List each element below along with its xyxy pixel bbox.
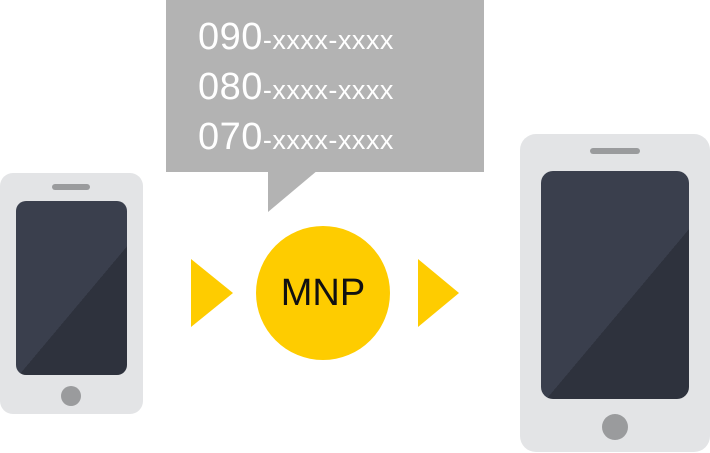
number-line-3: 070-xxxx-xxxx bbox=[198, 116, 394, 159]
number-prefix: 080 bbox=[198, 66, 263, 108]
mnp-label: MNP bbox=[280, 271, 366, 314]
phone-screen bbox=[541, 171, 689, 399]
new-phone-icon bbox=[520, 134, 710, 452]
phone-screen bbox=[16, 201, 127, 375]
number-line-1: 090-xxxx-xxxx bbox=[198, 16, 394, 59]
arrow-right-icon bbox=[418, 259, 459, 327]
phone-speaker bbox=[52, 184, 90, 190]
number-prefix: 070 bbox=[198, 116, 263, 158]
number-line-2: 080-xxxx-xxxx bbox=[198, 66, 394, 109]
number-rest: -xxxx-xxxx bbox=[262, 25, 394, 55]
old-phone-icon bbox=[0, 173, 143, 414]
mnp-badge: MNP bbox=[256, 226, 390, 360]
number-rest: -xxxx-xxxx bbox=[262, 125, 394, 155]
arrow-right-icon bbox=[191, 259, 233, 327]
number-bubble bbox=[166, 0, 484, 172]
number-bubble-tail bbox=[268, 170, 318, 212]
phone-home-button bbox=[61, 386, 81, 406]
phone-home-button bbox=[602, 414, 628, 440]
phone-speaker bbox=[590, 148, 640, 154]
number-rest: -xxxx-xxxx bbox=[262, 75, 394, 105]
number-prefix: 090 bbox=[198, 16, 263, 58]
